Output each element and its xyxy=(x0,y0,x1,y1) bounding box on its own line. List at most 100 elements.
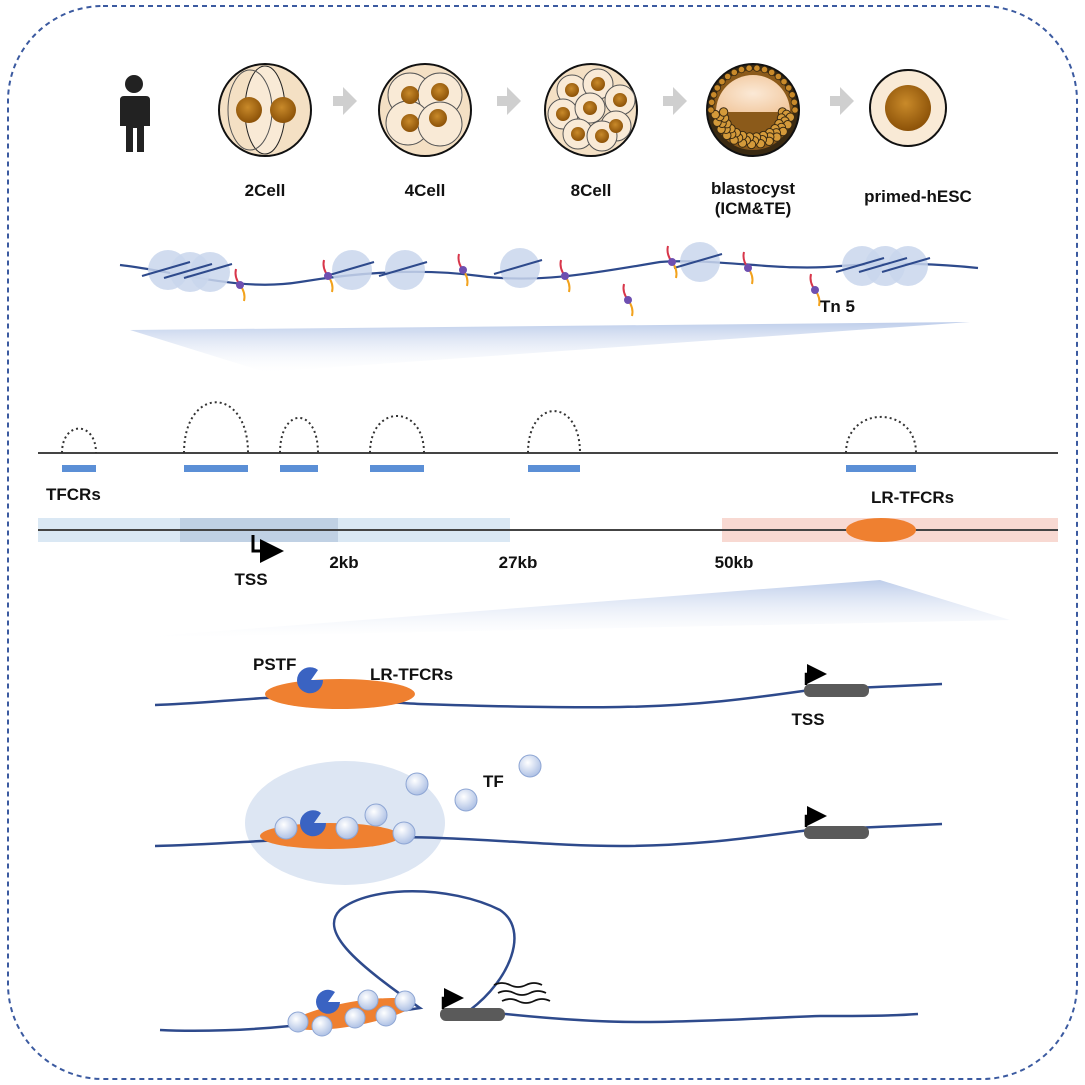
tf-ball xyxy=(394,990,416,1012)
tn5-label: Tn 5 xyxy=(820,297,855,316)
stage-arrow-3 xyxy=(663,87,687,115)
zoom-wedge-top xyxy=(130,322,970,372)
trophectoderm-cell xyxy=(774,72,782,81)
accessibility-peak xyxy=(527,410,581,454)
tf-ball xyxy=(274,816,298,840)
dna-wrap xyxy=(493,259,543,275)
tn5-enzyme xyxy=(811,286,819,294)
tf-ball xyxy=(311,1015,333,1037)
tfcr-bar xyxy=(846,465,916,472)
tn5-enzyme xyxy=(744,264,752,272)
distance-label-50kb: 50kb xyxy=(715,553,754,572)
trophectoderm-cell xyxy=(790,98,798,106)
tfcr-bar xyxy=(370,465,424,472)
dna-wrap xyxy=(881,257,931,273)
zoom-wedge-bottom xyxy=(130,580,1010,638)
tf-label: TF xyxy=(483,772,504,791)
accessibility-peak xyxy=(279,416,319,454)
trophectoderm-cell xyxy=(788,91,796,99)
tfcr-bar xyxy=(280,465,318,472)
tf-ball xyxy=(335,816,359,840)
dna-wrap xyxy=(183,263,233,279)
stage-arrow-1 xyxy=(333,87,357,115)
tfcrs-label: TFCRs xyxy=(46,485,101,504)
trophectoderm-cell xyxy=(708,98,716,106)
trophectoderm-cell xyxy=(791,106,799,114)
trophectoderm-cell xyxy=(753,64,761,72)
primed-hesc-cell xyxy=(869,69,947,147)
stage-label-primed-hesc: primed-hESC xyxy=(864,187,972,206)
icm-cell xyxy=(718,107,729,117)
stage-label-4cell: 4Cell xyxy=(405,181,446,200)
distance-label-27kb: 27kb xyxy=(499,553,538,572)
trophectoderm-cell xyxy=(730,68,738,77)
figure-border xyxy=(7,5,1078,1080)
tss-arrow-icon-3 xyxy=(441,988,464,1009)
model-step-3 xyxy=(159,890,919,1037)
tn5-enzyme xyxy=(459,266,467,274)
lr-tfcr-ellipse xyxy=(846,518,916,542)
distance-label-2kb: 2kb xyxy=(329,553,358,572)
tn5-enzyme xyxy=(324,272,332,280)
lr-tfcrs-label-track: LR-TFCRs xyxy=(871,488,954,507)
trophectoderm-cell xyxy=(724,72,732,81)
chromatin-strand xyxy=(119,242,979,317)
four-cell-embryo xyxy=(378,63,472,157)
trophectoderm-cell xyxy=(718,78,726,86)
tn5-enzyme xyxy=(236,281,244,289)
tss-label-track: TSS xyxy=(234,570,267,589)
nucleosome xyxy=(500,248,540,288)
transcription-factors-bound xyxy=(274,754,542,845)
pstf-protein-2 xyxy=(300,810,327,837)
dna-wrap xyxy=(141,261,191,277)
accessibility-peak xyxy=(183,401,249,454)
trophectoderm-cell xyxy=(760,66,769,74)
tss-arrow-icon-1 xyxy=(804,664,827,685)
nucleosome xyxy=(680,242,720,282)
transcription-factors-looped xyxy=(287,989,416,1037)
trophectoderm-cell xyxy=(713,84,721,92)
tf-ball xyxy=(454,788,478,812)
dna-wrap xyxy=(163,263,213,279)
trophectoderm-cell xyxy=(737,66,746,74)
nucleosome xyxy=(385,250,425,290)
blastocyst-embryo xyxy=(706,63,800,157)
tf-ball xyxy=(392,821,416,845)
tf-ball xyxy=(375,1005,397,1027)
dna-wrap xyxy=(673,253,723,269)
tfcr-bar xyxy=(184,465,248,472)
tss-arrow-icon-2 xyxy=(804,806,827,827)
tn5-enzyme xyxy=(561,272,569,280)
accessibility-peak xyxy=(61,427,97,454)
dna-wrap xyxy=(835,257,885,273)
transcript-rna-icon xyxy=(493,982,551,1004)
trophectoderm-cell xyxy=(710,91,718,99)
tss-label-model: TSS xyxy=(791,710,824,729)
tfcr-bar xyxy=(62,465,96,472)
inner-cell-mass xyxy=(707,64,799,150)
tn5-enzyme xyxy=(668,258,676,266)
nucleosomes xyxy=(141,242,931,292)
accessibility-peak xyxy=(845,416,917,454)
tf-ball xyxy=(344,1007,366,1029)
tf-ball xyxy=(357,989,379,1011)
accessibility-peak xyxy=(369,415,425,454)
accessibility-peaks xyxy=(61,401,917,454)
stage-label-2cell: 2Cell xyxy=(245,181,286,200)
pstf-label: PSTF xyxy=(253,655,296,674)
tf-ball xyxy=(364,803,388,827)
stage-label-blastocyst: blastocyst xyxy=(711,179,795,198)
tfcr-bar xyxy=(528,465,580,472)
pstf-protein-3 xyxy=(316,989,340,1014)
dna-wrap xyxy=(858,257,908,273)
gene-body-1 xyxy=(804,684,869,697)
eight-cell-embryo xyxy=(544,63,638,157)
tn5-transposase-marks xyxy=(234,245,821,317)
stage-label-8cell: 8Cell xyxy=(571,181,612,200)
stage-arrow-4 xyxy=(830,87,854,115)
nucleosome xyxy=(888,246,928,286)
tf-ball xyxy=(287,1011,309,1033)
tf-ball xyxy=(405,772,429,796)
stage-label-icm-te: (ICM&TE) xyxy=(715,199,791,218)
